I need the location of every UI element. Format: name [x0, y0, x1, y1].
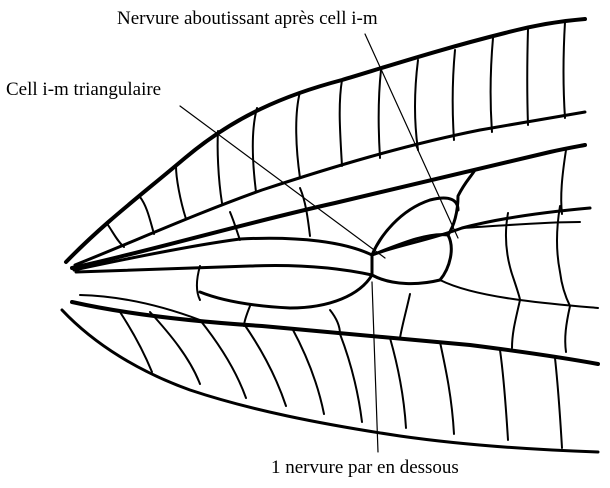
annotation-bottom: 1 nervure par en dessous [271, 458, 459, 477]
lower-cell-divider-c [400, 294, 410, 338]
pointer-line-bottom [372, 282, 378, 452]
distal-crossvein-d [512, 300, 520, 348]
annotation-left: Cell i-m triangulaire [6, 80, 161, 99]
media-upper-vein [74, 208, 590, 270]
annotation-top: Nervure aboutissant après cell i-m [117, 9, 378, 28]
costal-crossveins [108, 22, 565, 247]
cubitus-vein [72, 302, 598, 364]
media-lower-vein [76, 265, 372, 275]
median-cell-upper [372, 198, 458, 255]
distal-crossvein-b [557, 206, 570, 306]
distal-crossvein-e [565, 306, 570, 352]
radius-vein [72, 145, 585, 268]
basal-cell-divider [197, 266, 200, 300]
distal-crossvein-c [561, 150, 566, 214]
median-cell-lower [200, 275, 372, 308]
